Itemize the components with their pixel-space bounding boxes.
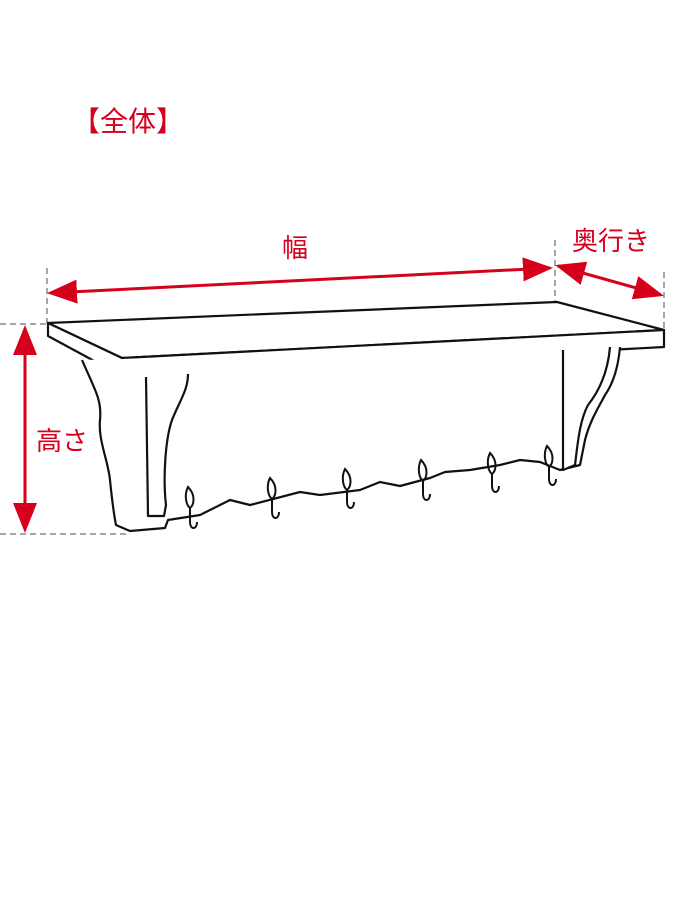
depth-arrow xyxy=(555,261,664,300)
hook-icon xyxy=(266,476,280,519)
hook-icon xyxy=(341,467,355,509)
hook-icon xyxy=(486,451,500,493)
shelf xyxy=(46,300,666,533)
hook-icon xyxy=(417,458,431,501)
hooks xyxy=(184,444,557,529)
left-bracket xyxy=(80,346,622,533)
width-arrow xyxy=(47,257,553,304)
depth-label: 奥行き xyxy=(572,227,651,257)
hook-icon xyxy=(543,444,557,486)
section-title: 【全体】 xyxy=(72,105,185,138)
right-bracket-front xyxy=(561,346,612,472)
width-label: 幅 xyxy=(282,234,309,264)
hook-icon xyxy=(184,485,198,529)
height-label: 高さ xyxy=(36,427,89,457)
left-bracket-front xyxy=(144,373,190,518)
